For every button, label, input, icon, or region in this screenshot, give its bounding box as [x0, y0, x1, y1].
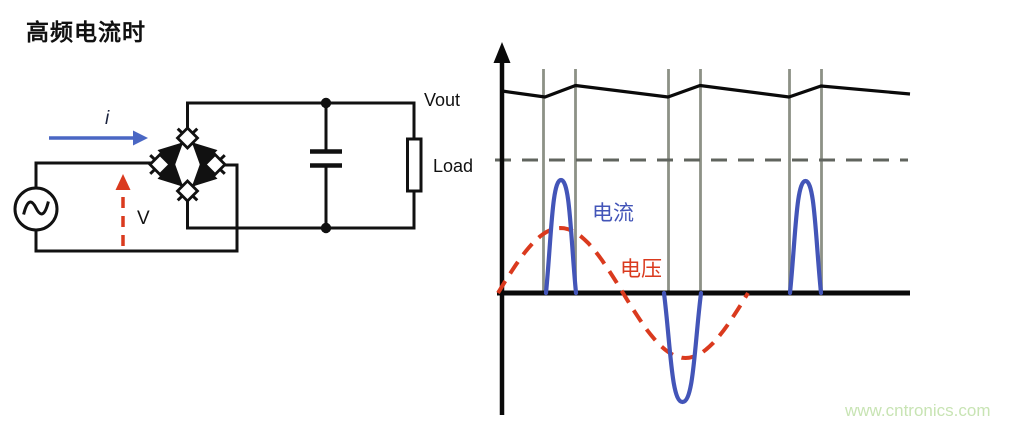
- vout-label: Vout: [424, 90, 461, 110]
- diode-icon: [157, 142, 184, 168]
- sine-symbol-icon: [22, 200, 50, 216]
- output-ripple-curve: [501, 83, 911, 99]
- voltage-arrow-label: V: [137, 208, 150, 229]
- current-pulse-curve: [787, 178, 824, 296]
- figure-title: 高频电流时: [26, 19, 146, 45]
- wire-ac-top: [34, 161, 152, 190]
- voltage-curve: [496, 225, 750, 361]
- current-pulse-curve: [543, 177, 579, 296]
- wire-output-bottom-rail: [186, 200, 416, 230]
- voltage-series-label: 电压: [620, 258, 662, 281]
- diode-icon: [191, 161, 218, 187]
- arrow-head-icon: [115, 174, 131, 190]
- current-series-label: 电流: [592, 202, 634, 225]
- ac-source: [13, 186, 59, 232]
- junction-dot: [320, 97, 332, 109]
- y-axis-arrow-icon: [493, 42, 511, 63]
- bridge-node: [175, 179, 200, 203]
- waveform-chart: [493, 42, 911, 415]
- watermark: www.cntronics.com: [845, 401, 991, 420]
- current-arrow: [49, 130, 148, 146]
- smoothing-capacitor: [310, 101, 342, 230]
- bridge-rectifier: [148, 126, 227, 203]
- diode-icon: [157, 161, 184, 187]
- diode-icon: [191, 142, 218, 168]
- voltage-arrow: [115, 174, 131, 246]
- load-label: Load: [433, 156, 474, 176]
- wire-ac-bottom: [34, 163, 239, 253]
- circuit-diagram: [13, 97, 423, 253]
- current-pulse-curve: [661, 290, 704, 405]
- arrow-head-icon: [133, 130, 148, 146]
- bridge-node: [203, 152, 227, 177]
- load-resistor: [406, 101, 423, 230]
- resistor-body: [406, 137, 423, 193]
- bridge-node: [148, 152, 172, 177]
- current-arrow-label: i: [105, 108, 110, 129]
- bridge-node: [175, 126, 200, 150]
- junction-dot: [320, 222, 332, 234]
- wire-output-top-rail: [186, 101, 416, 129]
